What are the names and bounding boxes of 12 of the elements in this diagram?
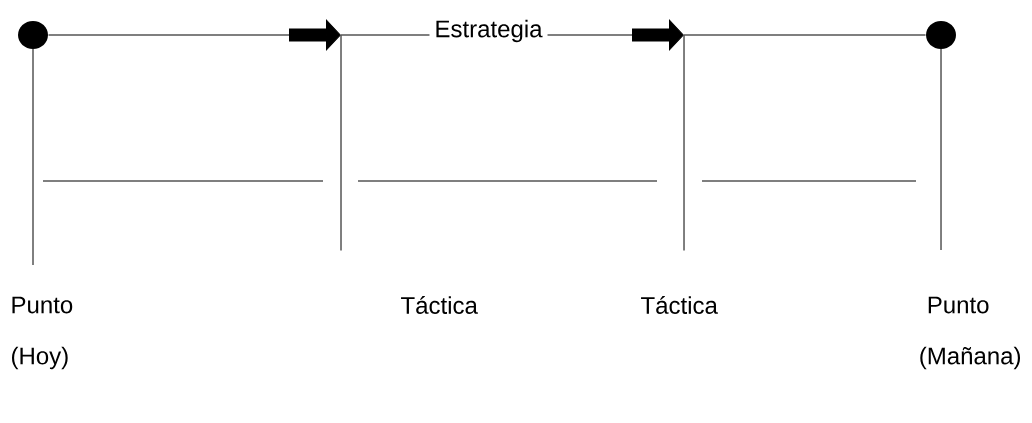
edge-label: Estrategia xyxy=(436,19,543,43)
vertical-line xyxy=(683,35,685,251)
arrow xyxy=(48,19,341,51)
dot xyxy=(18,21,48,49)
point-label: Táctica xyxy=(641,296,718,314)
point-label: Punto xyxy=(928,296,989,314)
point-label: Táctica xyxy=(401,296,478,314)
vertical-line xyxy=(340,35,342,251)
point-label: (Hoy) xyxy=(12,346,68,370)
dot xyxy=(926,21,956,49)
point-label: Punto xyxy=(12,296,73,314)
point-label: (Mañana) xyxy=(920,346,1020,370)
